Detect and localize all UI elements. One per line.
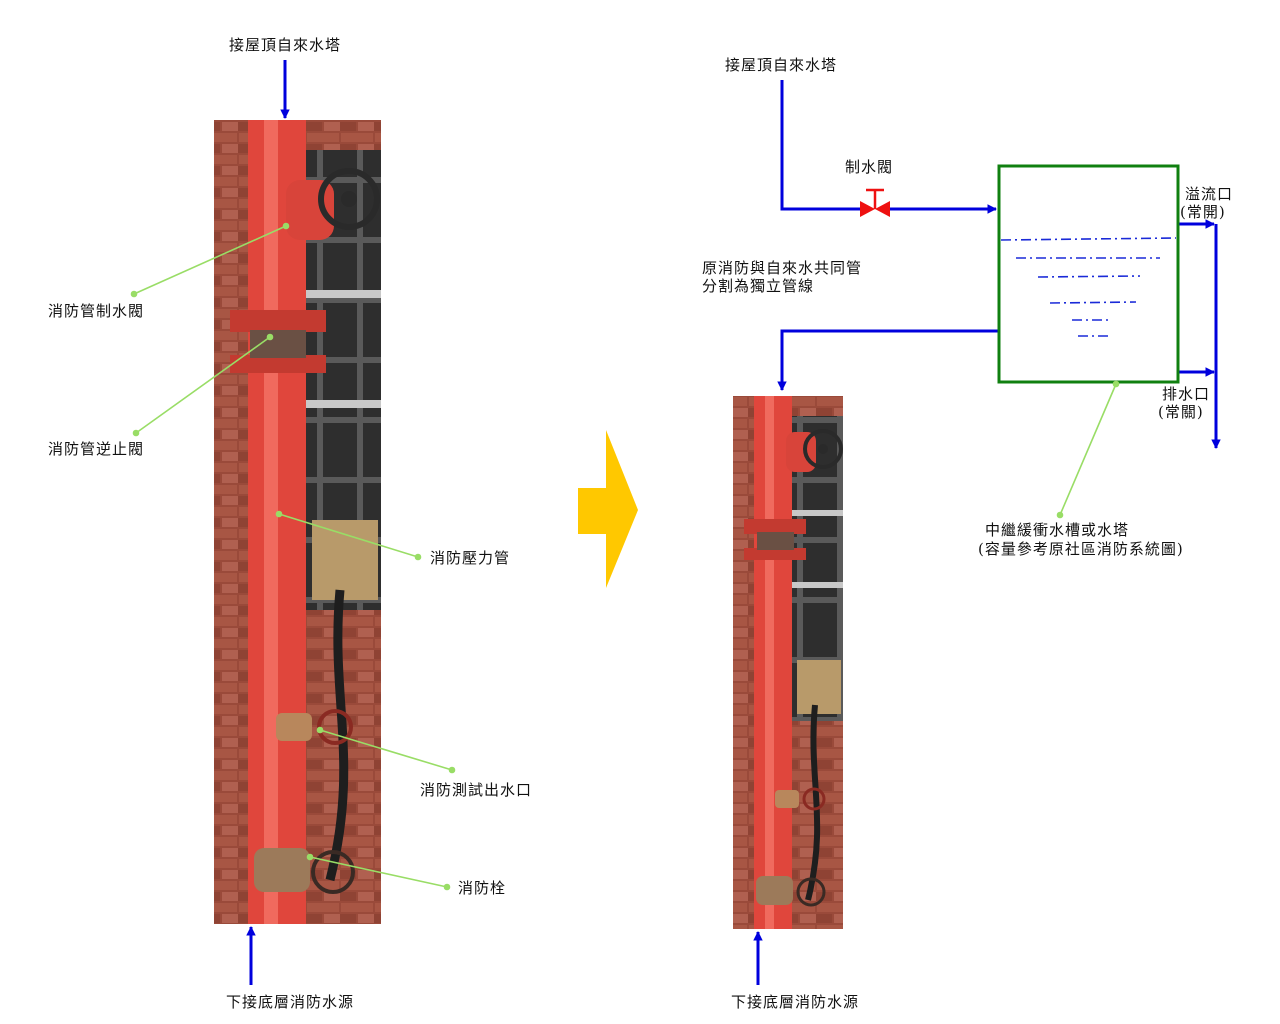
left-bottom-source-label: 下接底層消防水源 [225,993,354,1011]
control-valve-icon [860,188,890,217]
transition-arrow [578,430,638,588]
left-leader-lines [130,222,456,891]
tank-label-line1: 中繼緩衝水槽或水塔 [985,521,1130,539]
test-outlet-label: 消防測試出水口 [420,781,533,799]
overflow-state: (常開) [1180,203,1226,221]
right-bottom-source-label: 下接底層消防水源 [730,993,859,1011]
separation-note-line2: 分割為獨立管線 [702,277,815,295]
drain-label: 排水口 [1162,385,1211,403]
tank-leader-line [1056,380,1120,519]
separation-note-line1: 原消防與自來水共同管 [702,259,863,277]
outlet-pipe [777,329,998,391]
right-top-source-label: 接屋頂自來水塔 [725,56,838,74]
check-valve-label: 消防管逆止閥 [48,440,145,458]
inlet-pipe [780,80,860,211]
buffer-tank [997,164,1180,384]
tank-water-levels [1000,237,1177,337]
right-piping [753,80,1221,985]
right-photo [733,396,843,929]
drain-state: (常關) [1158,403,1204,421]
hydrant-label: 消防栓 [458,879,507,897]
valve-label: 制水閥 [845,158,894,176]
overflow-label: 溢流口 [1185,185,1234,203]
left-photo [214,120,381,924]
tank-label-line2: (容量參考原社區消防系統圖) [978,540,1184,558]
pressure-pipe-label: 消防壓力管 [430,549,511,567]
control-valve-label: 消防管制水閥 [48,302,145,320]
left-top-source-label: 接屋頂自來水塔 [228,36,341,54]
